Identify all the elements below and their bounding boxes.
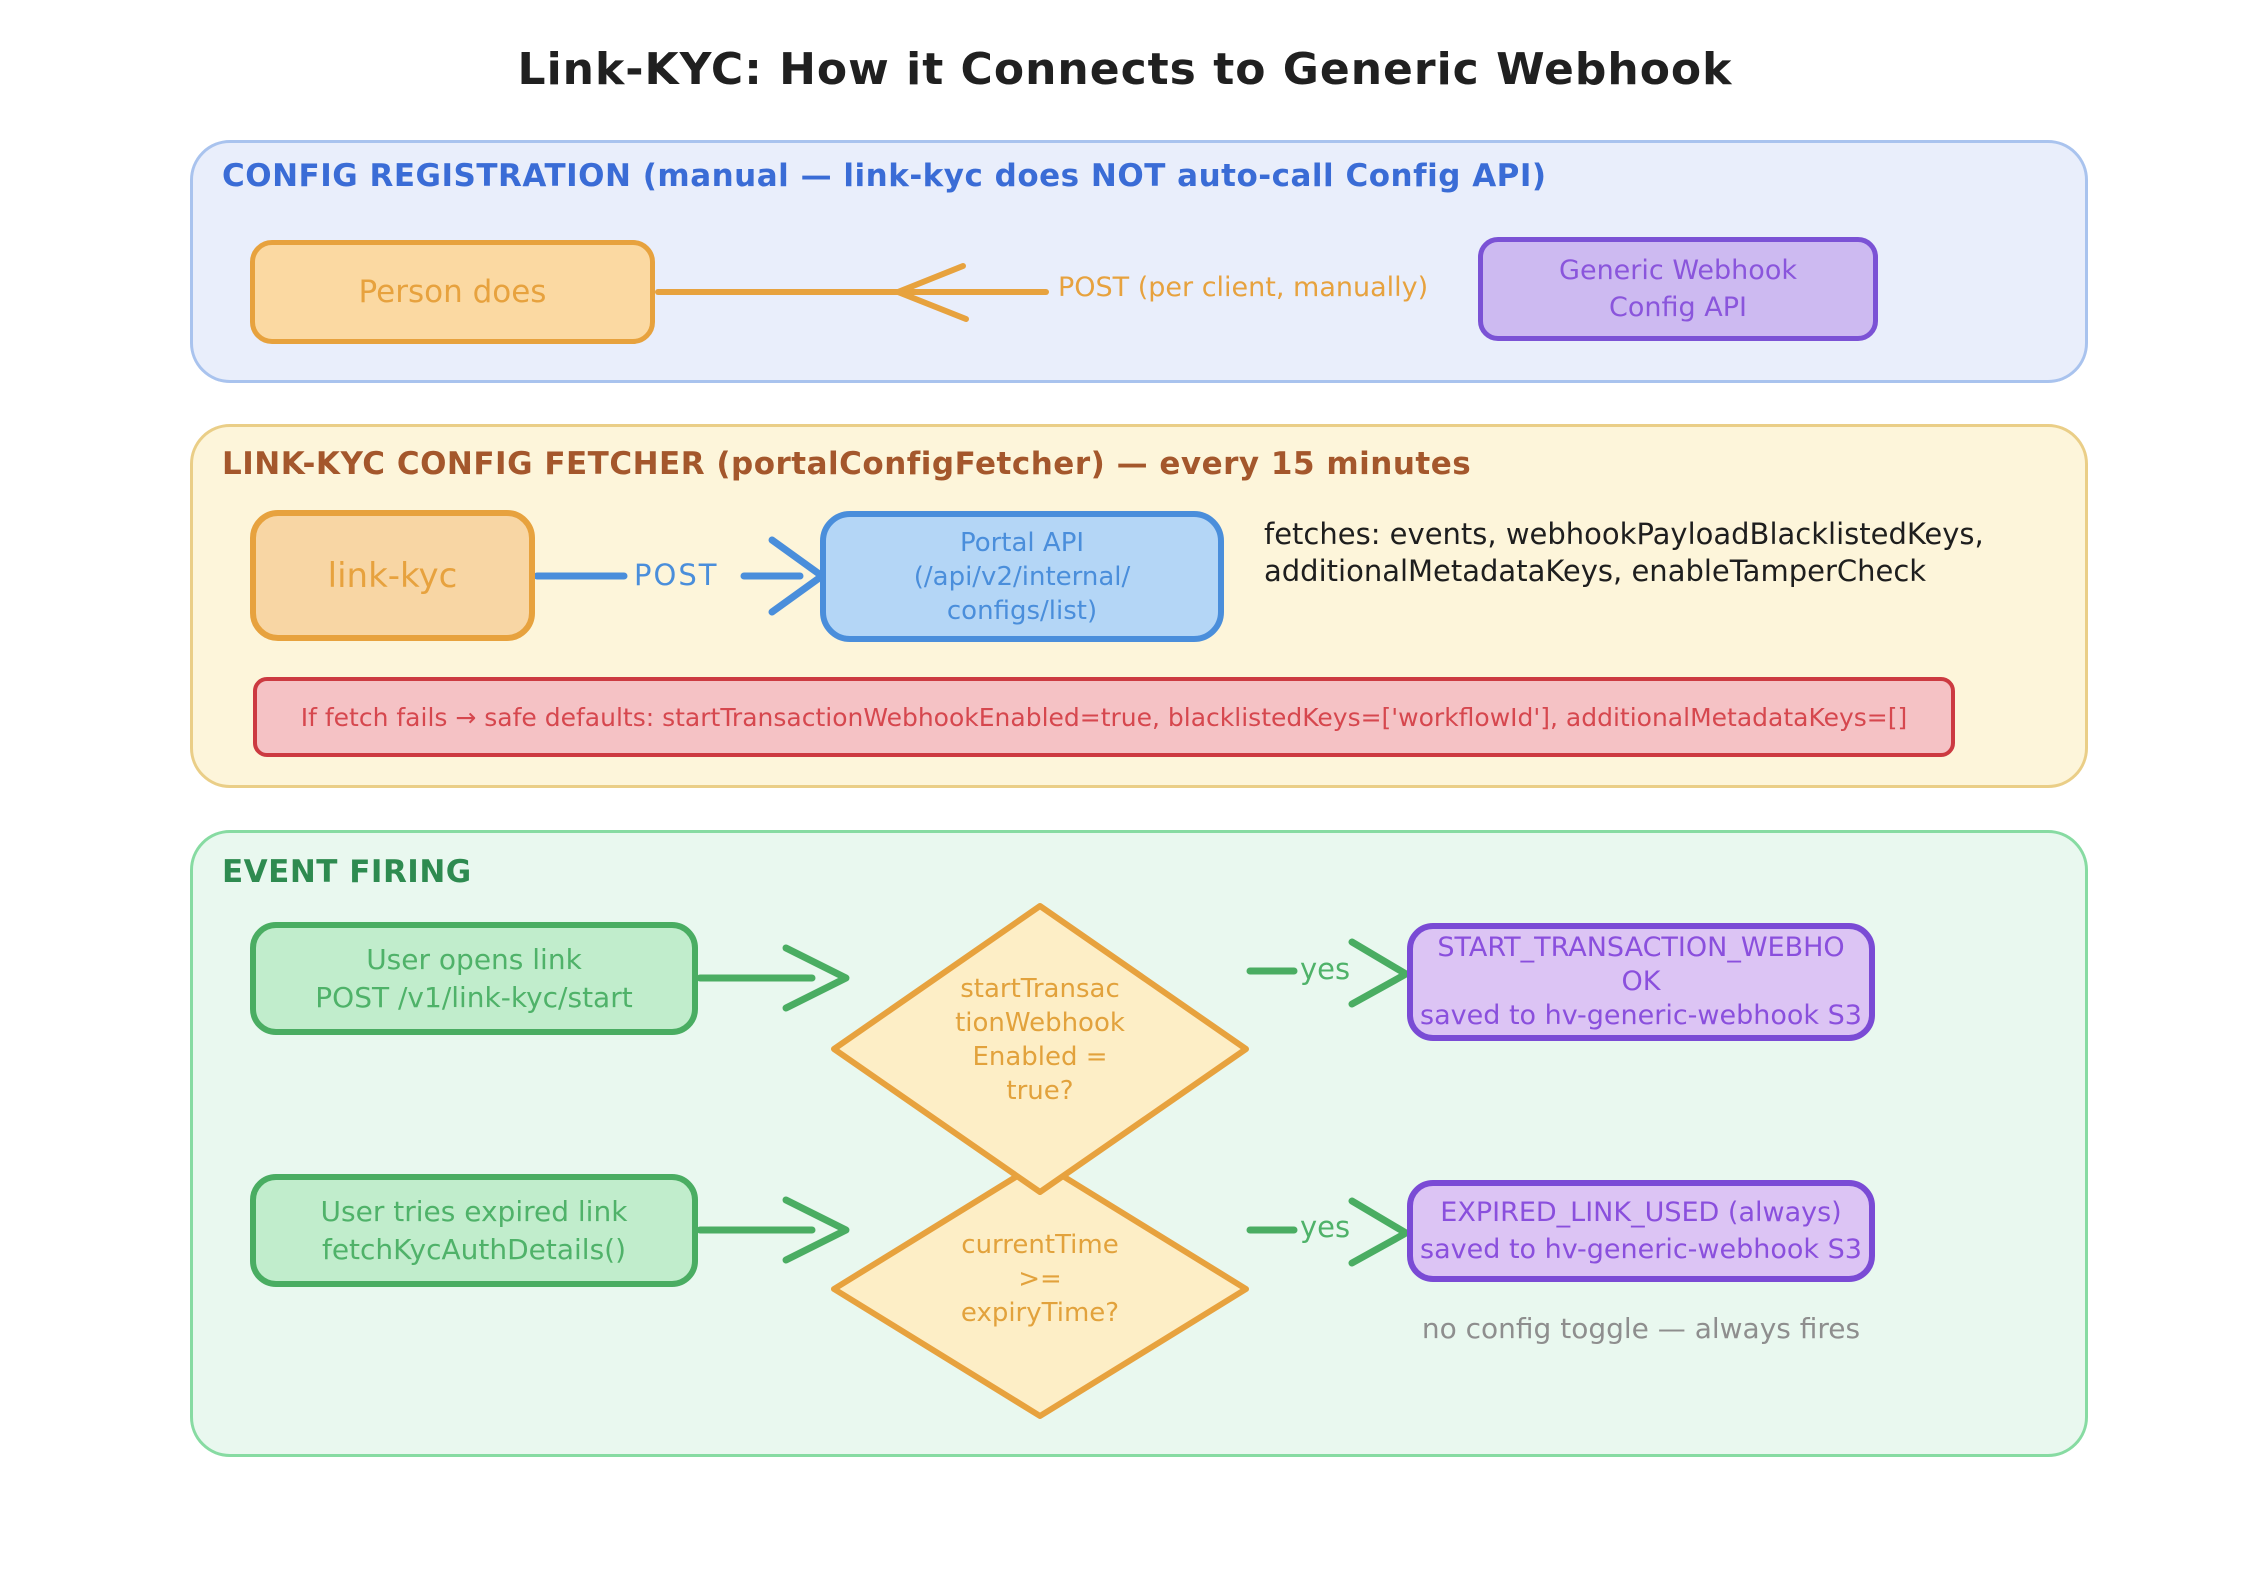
user-tries-expired-link-node: User tries expired link fetchKycAuthDeta… [250,1174,698,1287]
decision-line: currentTime [961,1230,1119,1260]
node-label-line: Portal API [959,527,1085,558]
decision-line: Enabled = [972,1042,1108,1072]
start-transaction-decision-label: startTransac tionWebhook Enabled = true? [885,972,1195,1108]
node-label-line: Generic Webhook [1559,255,1797,286]
node-label-line: OK [1621,966,1661,997]
event-firing-header: EVENT FIRING [222,854,472,890]
post-label: POST [634,558,719,592]
expired-link-used-result-node: EXPIRED_LINK_USED (always) saved to hv-g… [1407,1180,1875,1282]
always-fires-note: no config toggle — always fires [1421,1312,1861,1345]
node-label-line: User tries expired link [320,1194,628,1228]
decision-line: tionWebhook [955,1008,1125,1038]
node-label-line: saved to hv-generic-webhook S3 [1420,1000,1862,1031]
config-fetcher-header: LINK-KYC CONFIG FETCHER (portalConfigFet… [222,446,1472,482]
diagram-title: Link-KYC: How it Connects to Generic Web… [517,44,1733,95]
user-opens-link-node: User opens link POST /v1/link-kyc/start [250,922,698,1035]
decision-line: startTransac [960,974,1120,1004]
person-does-label: Person does [358,274,547,310]
decision-line: expiryTime? [960,1298,1120,1328]
fetch-fail-defaults-banner: If fetch fails → safe defaults: startTra… [253,677,1955,757]
config-registration-header: CONFIG REGISTRATION (manual — link-kyc d… [222,158,1547,194]
node-label-line: fetchKycAuthDetails() [321,1232,627,1266]
link-kyc-label: link-kyc [327,555,458,596]
portal-api-node: Portal API (/api/v2/internal/ configs/li… [820,511,1224,642]
yes-label: yes [1300,1210,1351,1244]
person-does-node: Person does [250,240,655,344]
post-per-client-label: POST (per client, manually) [1058,272,1429,303]
link-kyc-node: link-kyc [250,510,535,641]
start-transaction-webhook-result-node: START_TRANSACTION_WEBHO OK saved to hv-g… [1407,923,1875,1041]
node-label-line: Config API [1609,292,1747,323]
node-label-line: EXPIRED_LINK_USED (always) [1440,1197,1842,1228]
fetch-fail-defaults-text: If fetch fails → safe defaults: startTra… [300,702,1908,732]
fetches-note-line: additionalMetadataKeys, enableTamperChec… [1264,554,1927,588]
decision-line: true? [1006,1076,1074,1106]
node-label-line: (/api/v2/internal/ [913,561,1131,592]
fetches-note-line: fetches: events, webhookPayloadBlacklist… [1264,517,1984,551]
node-label-line: User opens link [366,942,582,976]
yes-label: yes [1300,952,1351,986]
expiry-time-decision-label: currentTime >= expiryTime? [885,1228,1195,1330]
fetches-note: fetches: events, webhookPayloadBlacklist… [1264,516,1984,590]
node-label-line: saved to hv-generic-webhook S3 [1420,1234,1862,1265]
node-label-line: START_TRANSACTION_WEBHO [1437,932,1845,963]
generic-webhook-config-api-node: Generic Webhook Config API [1478,237,1878,341]
decision-line: >= [1018,1264,1062,1294]
node-label-line: configs/list) [946,595,1098,626]
node-label-line: POST /v1/link-kyc/start [315,980,633,1014]
